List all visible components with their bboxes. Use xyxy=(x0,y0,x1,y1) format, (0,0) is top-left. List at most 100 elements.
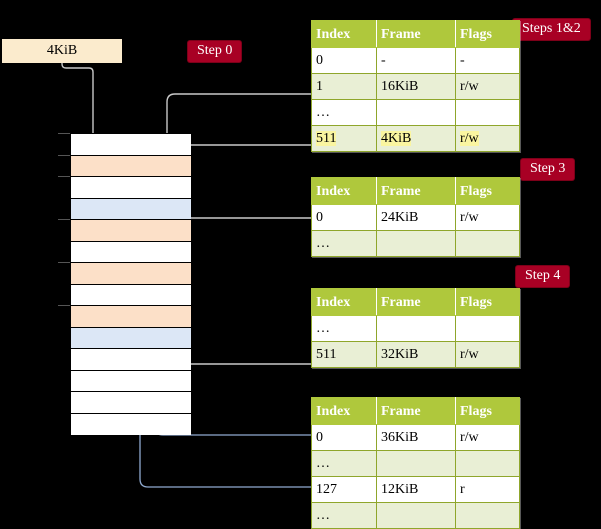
memory-tick xyxy=(58,176,70,177)
memory-frame-row xyxy=(71,370,191,392)
table-row: 0-- xyxy=(311,47,520,74)
table-cell xyxy=(376,230,456,257)
table-cell: 127 xyxy=(311,476,377,503)
table-row: … xyxy=(311,450,520,477)
memory-frame-row xyxy=(71,284,191,306)
table-cell: … xyxy=(311,450,377,477)
memory-frame-row xyxy=(71,241,191,263)
table-cell: … xyxy=(311,230,377,257)
table-cell: r/w xyxy=(455,125,520,152)
table-cell: r/w xyxy=(455,341,520,368)
chip-steps-1-2: Steps 1&2 xyxy=(513,19,590,40)
table-cell xyxy=(376,502,456,529)
wire-pdpt-row0-to-memory xyxy=(181,217,311,265)
column-header-index: Index xyxy=(311,288,377,316)
table-cell: 4KiB xyxy=(376,125,456,152)
table-row: … xyxy=(311,502,520,529)
table-cell: … xyxy=(311,502,377,529)
table-row: … xyxy=(311,315,520,342)
memory-frame-row xyxy=(71,413,191,435)
table-cell: 1 xyxy=(311,73,377,100)
memory-tick xyxy=(58,262,70,263)
column-header-index: Index xyxy=(311,397,377,425)
table-cell: … xyxy=(311,99,377,126)
table-row: 511 4KiB r/w xyxy=(311,125,520,152)
request-size-box: 4KiB xyxy=(2,39,122,63)
memory-frame-row xyxy=(71,155,191,177)
column-header-frame: Frame xyxy=(376,288,456,316)
table-cell: - xyxy=(455,47,520,74)
highlighted-value: 4KiB xyxy=(381,131,412,146)
physical-memory-column xyxy=(70,133,191,435)
table-cell: 0 xyxy=(311,47,377,74)
table-cell: r/w xyxy=(455,204,520,231)
table-row: … xyxy=(311,230,520,257)
wire-pd-row511-to-memory xyxy=(181,309,311,365)
column-header-frame: Frame xyxy=(376,177,456,205)
memory-frame-row xyxy=(71,134,191,156)
column-header-flags: Flags xyxy=(455,177,520,205)
memory-frame-row xyxy=(71,392,191,414)
table-cell xyxy=(376,315,456,342)
table-cell: 511 xyxy=(311,341,377,368)
chip-steps-1-2-label: Steps 1&2 xyxy=(522,21,581,36)
memory-tick xyxy=(58,219,70,220)
column-header-frame: Frame xyxy=(376,397,456,425)
memory-frame-row xyxy=(71,327,191,349)
highlighted-value: 511 xyxy=(316,131,337,146)
table-cell: 0 xyxy=(311,424,377,451)
table-cell xyxy=(376,99,456,126)
table-cell: 24KiB xyxy=(376,204,456,231)
table-row: … xyxy=(311,99,520,126)
column-header-index: Index xyxy=(311,20,377,48)
request-size-label: 4KiB xyxy=(46,43,78,58)
table-cell: 0 xyxy=(311,204,377,231)
memory-tick xyxy=(58,133,70,134)
table-cell: … xyxy=(311,315,377,342)
table-cell: - xyxy=(376,47,456,74)
column-header-frame: Frame xyxy=(376,20,456,48)
chip-step-0-label: Step 0 xyxy=(197,43,233,58)
column-header-flags: Flags xyxy=(455,20,520,48)
memory-frame-row xyxy=(71,220,191,242)
table-cell: 12KiB xyxy=(376,476,456,503)
table-cell: 16KiB xyxy=(376,73,456,100)
memory-tick xyxy=(58,154,70,156)
memory-tick xyxy=(58,305,70,306)
table-cell: 36KiB xyxy=(376,424,456,451)
chip-step-4-label: Step 4 xyxy=(525,268,561,283)
table-cell xyxy=(455,230,520,257)
table-cell xyxy=(455,502,520,529)
chip-step-4: Step 4 xyxy=(516,266,570,287)
column-header-flags: Flags xyxy=(455,397,520,425)
memory-frame-row xyxy=(71,306,191,328)
highlighted-value: r/w xyxy=(460,131,479,146)
memory-frame-row xyxy=(71,263,191,285)
column-header-flags: Flags xyxy=(455,288,520,316)
table-cell: r xyxy=(455,476,520,503)
chip-step-3-label: Step 3 xyxy=(530,161,566,176)
table-cell: 32KiB xyxy=(376,341,456,368)
table-cell xyxy=(455,450,520,477)
table-cell: r/w xyxy=(455,73,520,100)
memory-frame-row xyxy=(71,198,191,220)
memory-frame-row xyxy=(71,349,191,371)
chip-step-0: Step 0 xyxy=(188,41,242,62)
table-cell xyxy=(376,450,456,477)
table-cell xyxy=(455,315,520,342)
table-cell xyxy=(455,99,520,126)
table-cell: 511 xyxy=(311,125,377,152)
table-cell: r/w xyxy=(455,424,520,451)
memory-frame-row xyxy=(71,177,191,199)
chip-step-3: Step 3 xyxy=(521,159,575,180)
column-header-index: Index xyxy=(311,177,377,205)
